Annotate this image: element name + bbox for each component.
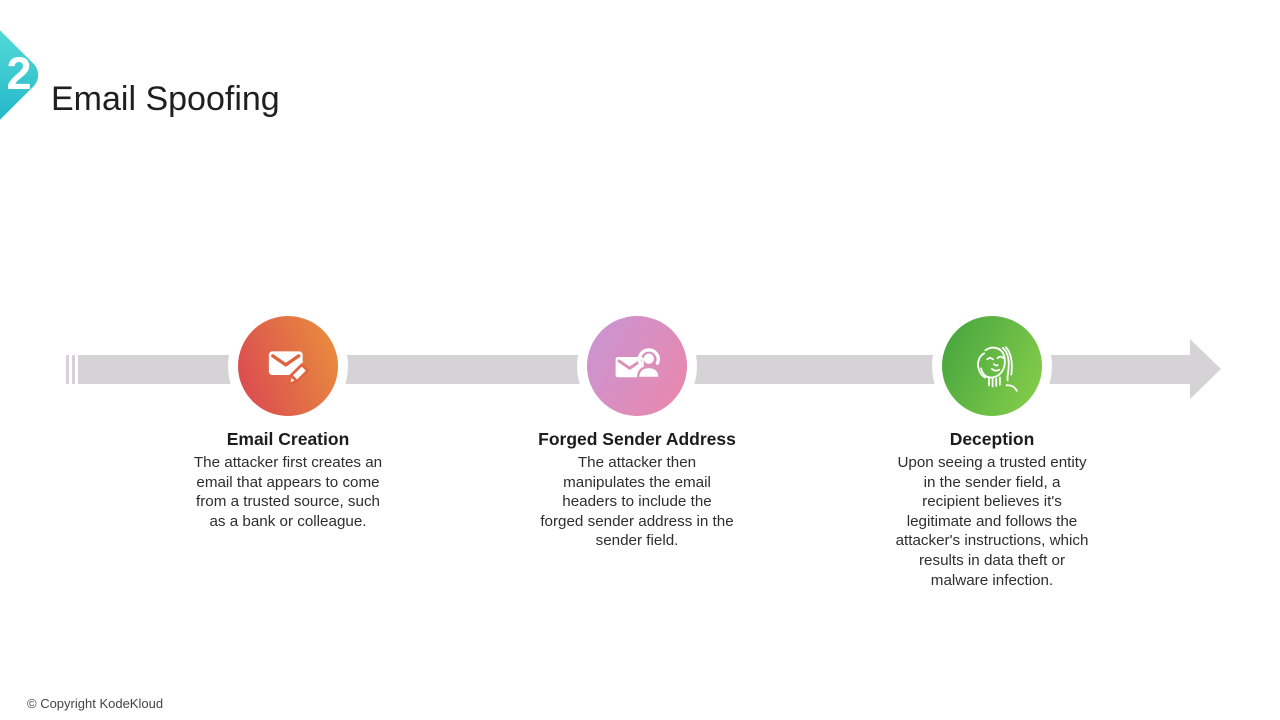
copyright-text: © Copyright KodeKloud xyxy=(27,696,164,711)
slide-number: 2 xyxy=(6,48,32,99)
step-description: Upon seeing a trusted entity in the send… xyxy=(895,454,1089,589)
email-pencil-icon xyxy=(268,351,310,386)
process-step-forged-sender: Forged Sender Address The attacker then … xyxy=(532,316,742,551)
timeline-tick xyxy=(72,355,75,384)
page-title: Email Spoofing xyxy=(51,79,280,118)
timeline-tick xyxy=(66,355,69,384)
step-description: The attacker first creates an email that… xyxy=(193,454,383,530)
process-step-deception: Deception Upon seeing a trusted entity i… xyxy=(887,316,1097,590)
step-title: Email Creation xyxy=(226,429,350,449)
arrow-right-icon xyxy=(1190,339,1221,399)
step-title: Deception xyxy=(949,429,1035,449)
process-step-email-creation: Email Creation The attacker first create… xyxy=(183,316,393,531)
step-title: Forged Sender Address xyxy=(538,429,736,449)
email-user-icon xyxy=(615,348,661,379)
step-circle xyxy=(238,316,338,416)
step-description: The attacker then manipulates the email … xyxy=(540,454,734,550)
step-circle xyxy=(942,316,1042,416)
deception-face-icon xyxy=(977,346,1018,392)
step-circle xyxy=(587,316,687,416)
